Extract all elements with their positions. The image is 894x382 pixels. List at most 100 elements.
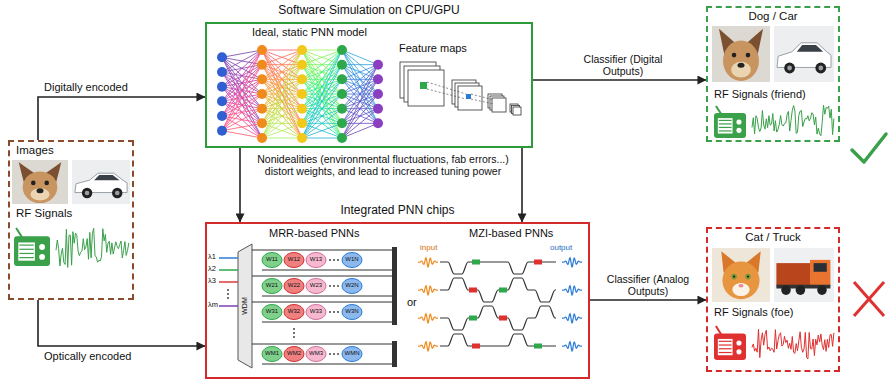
nn-neuron: [337, 60, 347, 70]
kernel-patch: [420, 82, 427, 89]
check-mark: [852, 134, 886, 162]
nn-neuron: [257, 104, 267, 114]
weight-label: W33: [305, 308, 327, 315]
weight-label: W3N: [341, 308, 363, 315]
car-wheel: [112, 188, 122, 198]
weight-label: W23: [305, 282, 327, 289]
ellipsis-dot: [337, 285, 339, 287]
nn-weight: [222, 50, 262, 131]
wavelength-input: [219, 257, 238, 259]
nn-neuron: [337, 118, 347, 128]
chip-box: Integrated PNN chipsMRR-based PNNsorMZI-…: [205, 222, 590, 379]
panel-heading: RF Signals: [16, 207, 72, 220]
edge-label: Classifier (Digital Outputs): [568, 53, 678, 77]
nn-weight: [342, 65, 378, 124]
dog-muzzle: [731, 62, 751, 78]
nn-neuron: [217, 126, 227, 136]
mzi-waveguide: [440, 278, 556, 302]
rf-waveform: [56, 228, 129, 267]
nn-weight: [222, 131, 262, 138]
dog-photo: [712, 26, 770, 82]
optical-pulse: [418, 314, 438, 323]
nn-weight: [302, 109, 342, 138]
optical-pulse: [562, 342, 582, 351]
nn-weight: [302, 94, 342, 138]
signal-result: RF Signals (friend): [714, 88, 806, 101]
bus-waveguide: [252, 302, 392, 303]
nn-weight: [302, 50, 342, 109]
weight-label: W21: [261, 282, 283, 289]
nn-weight: [342, 109, 378, 138]
drop-waveguide: [262, 364, 392, 365]
nn-weight: [302, 50, 342, 123]
nn-weight: [342, 50, 378, 109]
optical-pulse: [418, 286, 438, 295]
ellipsis-dot: [337, 259, 339, 261]
nn-weight: [262, 79, 302, 138]
bus-waveguide: [252, 344, 392, 345]
nn-weight: [222, 123, 262, 130]
phase-shifter: [534, 260, 542, 265]
car-wheel: [82, 188, 92, 198]
optical-pulse: [562, 286, 582, 295]
connector-arrow: [239, 148, 241, 222]
microring: [262, 279, 282, 294]
nn-weight: [302, 79, 342, 138]
ellipsis-dot: [293, 332, 295, 334]
or-label: or: [407, 296, 417, 309]
nn-weight: [262, 65, 302, 138]
nn-neuron: [297, 118, 307, 128]
photo-background: [774, 248, 834, 302]
nn-weight: [262, 50, 302, 109]
nn-weight: [262, 50, 302, 123]
nn-weight: [302, 65, 342, 138]
microring: [306, 253, 326, 268]
edge-label: Nonidealities (environmental fluctuation…: [252, 153, 514, 177]
ellipsis-dot: [329, 285, 331, 287]
nn-neuron: [373, 104, 383, 114]
ellipsis-dot: [333, 285, 335, 287]
car-photo: [774, 26, 834, 82]
wdm-label: WDM: [241, 286, 249, 326]
photodetector: [392, 299, 397, 325]
connector-arrow: [38, 300, 205, 346]
nn-neuron: [257, 74, 267, 84]
port-label: output: [550, 243, 572, 252]
grille-line: [719, 344, 732, 345]
projection-line: [427, 89, 466, 99]
radio-knob: [39, 244, 45, 250]
microring: [342, 279, 362, 294]
nn-neuron: [297, 133, 307, 143]
radio-knob: [736, 340, 741, 345]
weight-label: W22: [283, 282, 305, 289]
nn-neuron: [257, 133, 267, 143]
nn-weight: [262, 50, 302, 123]
radio-body: [714, 113, 746, 138]
truck-wheel: [796, 285, 806, 295]
optical-pulse: [562, 258, 582, 267]
nn-neuron: [373, 89, 383, 99]
software-box: Software Simulation on CPU/GPUIdeal, sta…: [205, 22, 533, 148]
nn-weight: [342, 65, 378, 94]
optical-pulse: [418, 258, 438, 267]
nn-weight: [262, 123, 302, 138]
grille-line: [719, 130, 732, 131]
nn-neuron: [337, 45, 347, 55]
grille-line: [719, 341, 732, 342]
radio-antenna: [716, 326, 721, 334]
weight-label: WMN: [341, 350, 363, 357]
grille-line: [19, 253, 33, 254]
nn-weight: [262, 79, 302, 138]
nn-weight: [342, 50, 378, 65]
grille-line: [719, 123, 732, 124]
grille-line: [19, 257, 33, 258]
projection-line: [427, 82, 466, 94]
radio-body: [14, 236, 50, 266]
optical-pulse: [418, 342, 438, 351]
nn-weight: [302, 65, 342, 138]
projection-line: [471, 94, 494, 100]
nn-weight: [222, 57, 262, 138]
radio-knob: [736, 119, 741, 124]
nn-neuron: [337, 133, 347, 143]
